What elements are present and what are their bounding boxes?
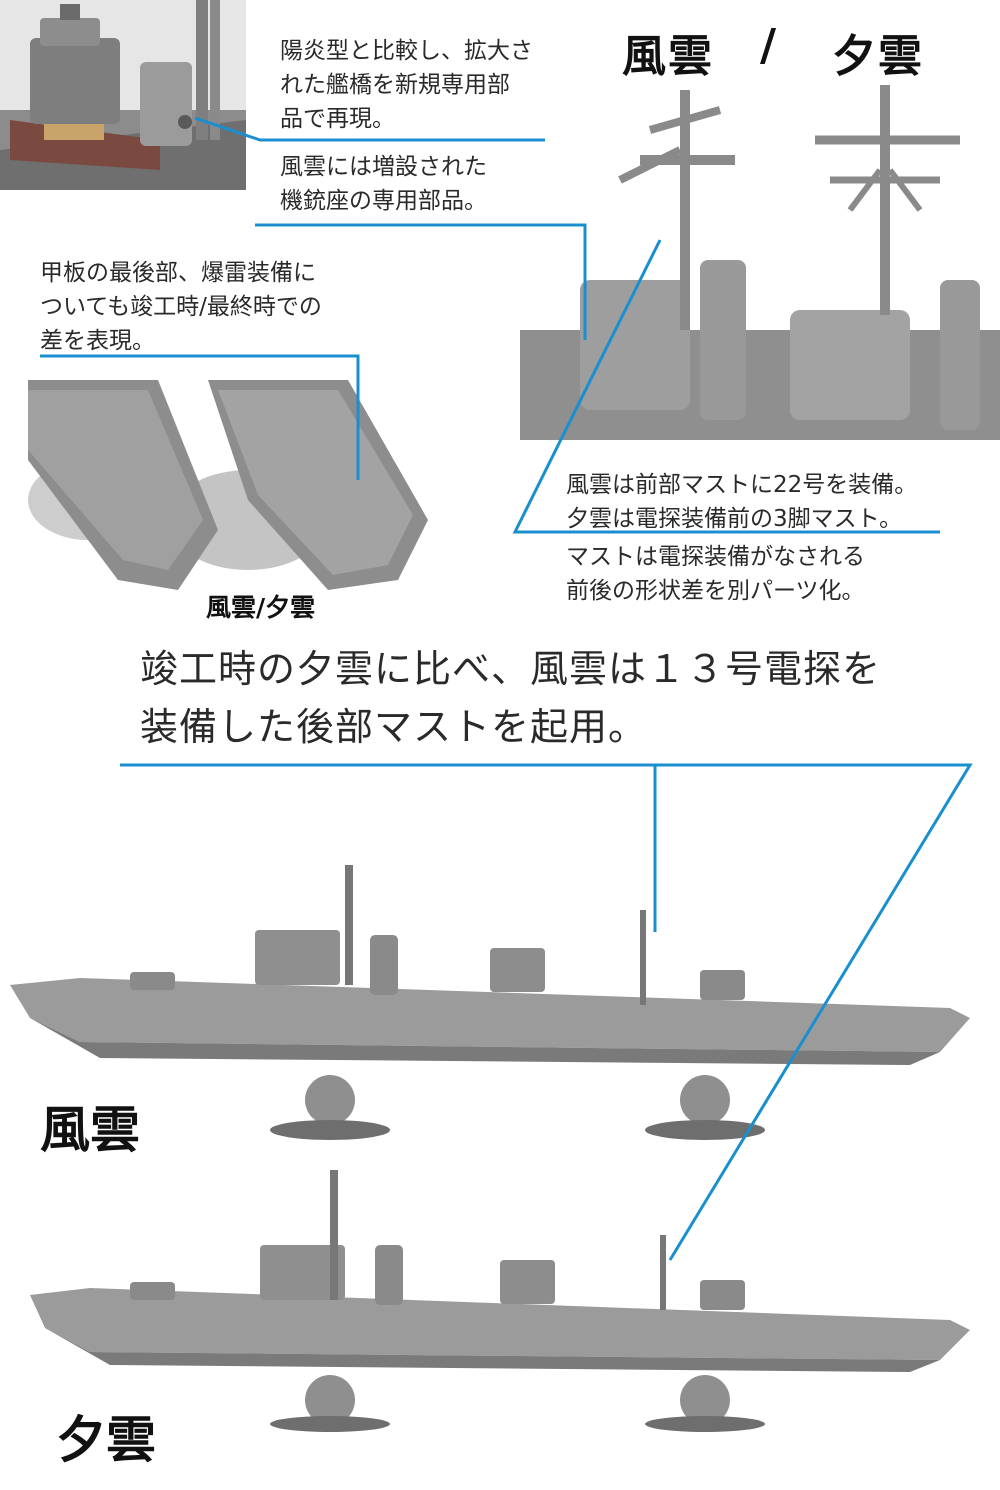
title-kazagumo: 風雲 bbox=[622, 31, 714, 82]
caption-foremast: 風雲は前部マストに22号を装備。 夕雲は電探装備前の3脚マスト。 bbox=[566, 472, 918, 532]
ship-render-kazagumo bbox=[10, 865, 970, 1140]
bridge-photo bbox=[0, 0, 246, 190]
caption-stern: 甲板の最後部、爆雷装備に ついても竣工時/最終時での 差を表現。 bbox=[40, 260, 322, 354]
stern-render bbox=[28, 380, 428, 590]
title-yugumo: 夕雲 bbox=[832, 31, 924, 82]
leader-line-main-lower bbox=[655, 763, 973, 1261]
leader-line-bridge bbox=[194, 116, 545, 142]
leader-line-stern bbox=[40, 354, 360, 480]
caption-main: 竣工時の夕雲に比べ、風雲は１３号電探を 装備した後部マストを起用。 bbox=[140, 647, 882, 749]
leader-line-foremast bbox=[512, 239, 940, 534]
title-separator: / bbox=[760, 20, 779, 71]
leader-line-main-upper bbox=[120, 763, 657, 932]
caption-bridge: 陽炎型と比較し、拡大さ れた艦橋を新規専用部 品で再現。 bbox=[280, 38, 533, 132]
ship-name-kazagumo: 風雲 bbox=[40, 1101, 140, 1159]
caption-machinegun: 風雲には増設された 機銃座の専用部品。 bbox=[280, 154, 487, 214]
caption-mast-parts: マストは電探装備がなされる 前後の形状差を別パーツ化。 bbox=[566, 544, 865, 604]
stern-label: 風雲/夕雲 bbox=[206, 593, 316, 622]
ship-render-yugumo bbox=[30, 1170, 970, 1432]
leader-line-machinegun bbox=[255, 223, 587, 340]
mast-render bbox=[520, 85, 1000, 440]
ship-name-yugumo: 夕雲 bbox=[56, 1411, 156, 1469]
